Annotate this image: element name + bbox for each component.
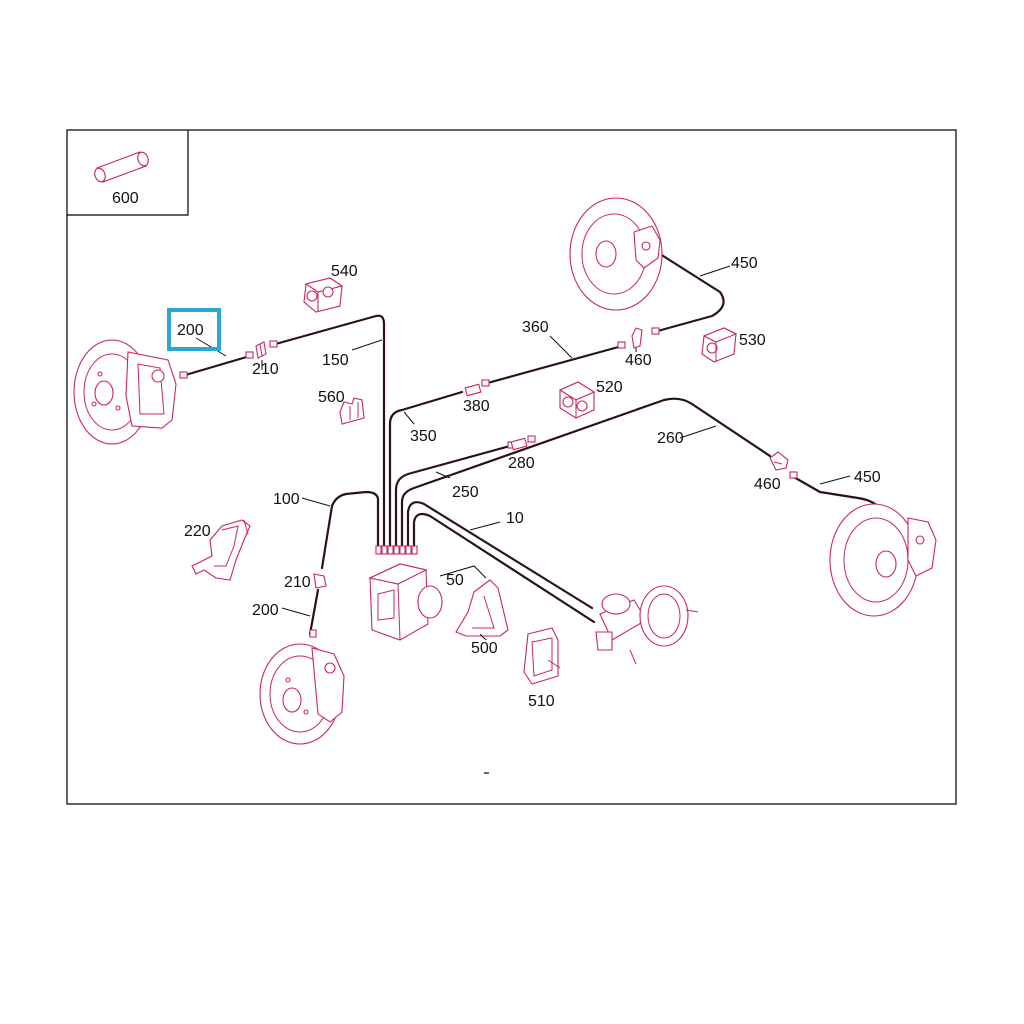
callout-540[interactable]: 540 xyxy=(331,263,358,280)
brake-disc-rear-right xyxy=(829,503,937,617)
callout-10[interactable]: 10 xyxy=(506,510,524,527)
clip-210-bottom xyxy=(313,573,327,589)
clip-560 xyxy=(339,397,365,425)
callout-350[interactable]: 350 xyxy=(410,428,437,445)
bracket-500 xyxy=(455,579,509,637)
callout-210-top[interactable]: 210 xyxy=(252,361,279,378)
clamp-520 xyxy=(558,381,596,419)
callout-450-right[interactable]: 450 xyxy=(854,469,881,486)
pipe-260 xyxy=(400,397,772,550)
callout-510[interactable]: 510 xyxy=(528,693,555,710)
pipe-250 xyxy=(394,444,512,550)
bracket-220 xyxy=(191,519,251,581)
callout-leaders xyxy=(195,265,851,641)
callout-380[interactable]: 380 xyxy=(463,398,490,415)
pipe-100 xyxy=(320,490,380,570)
clip-460-top xyxy=(631,327,643,349)
callout-200-bottom[interactable]: 200 xyxy=(252,602,279,619)
inset-box-600: 600 xyxy=(67,130,189,216)
callout-250[interactable]: 250 xyxy=(452,484,479,501)
callout-highlight-box xyxy=(167,308,221,351)
holder-540 xyxy=(303,277,344,313)
connector-280 xyxy=(510,437,528,451)
diagram-frame xyxy=(66,129,957,805)
pipe-200-bottom xyxy=(308,588,320,636)
callout-460-right[interactable]: 460 xyxy=(754,476,781,493)
callout-100[interactable]: 100 xyxy=(273,491,300,508)
callout-200-top[interactable]: 200 xyxy=(177,322,204,339)
clip-210-top xyxy=(255,341,267,359)
callout-560[interactable]: 560 xyxy=(318,389,345,406)
callout-530[interactable]: 530 xyxy=(739,332,766,349)
abs-hydraulic-unit xyxy=(368,563,443,641)
brake-disc-front-left xyxy=(73,339,177,445)
brake-disc-rear-top xyxy=(569,197,663,311)
callout-150[interactable]: 150 xyxy=(322,352,349,369)
pipe-200-top xyxy=(180,354,252,378)
pipe-10 xyxy=(406,501,594,610)
callout-520[interactable]: 520 xyxy=(596,379,623,396)
brake-pipes xyxy=(180,252,912,636)
callout-600[interactable]: 600 xyxy=(112,190,139,207)
callout-500[interactable]: 500 xyxy=(471,640,498,657)
pipe-350 xyxy=(388,390,464,550)
holder-530 xyxy=(701,327,738,363)
pipe-150 xyxy=(270,314,386,550)
callout-460-top[interactable]: 460 xyxy=(625,352,652,369)
callout-280[interactable]: 280 xyxy=(508,455,535,472)
connector-380 xyxy=(464,383,482,397)
sleeve-600-icon xyxy=(94,151,149,183)
callout-360[interactable]: 360 xyxy=(522,319,549,336)
callout-220[interactable]: 220 xyxy=(184,523,211,540)
clip-460-right xyxy=(769,451,789,471)
pipe-50 xyxy=(412,512,596,624)
pipe-360 xyxy=(482,344,624,386)
callout-210-bottom[interactable]: 210 xyxy=(284,574,311,591)
brake-disc-front-bottom xyxy=(259,643,345,745)
brake-booster-master-cylinder xyxy=(595,585,699,665)
callout-50[interactable]: 50 xyxy=(446,572,464,589)
control-unit-510 xyxy=(523,627,561,685)
pipe-450-top xyxy=(652,252,725,334)
callout-labels: 200 210 540 150 560 360 450 460 530 380 … xyxy=(177,255,881,710)
callout-450-top[interactable]: 450 xyxy=(731,255,758,272)
callout-260[interactable]: 260 xyxy=(657,430,684,447)
